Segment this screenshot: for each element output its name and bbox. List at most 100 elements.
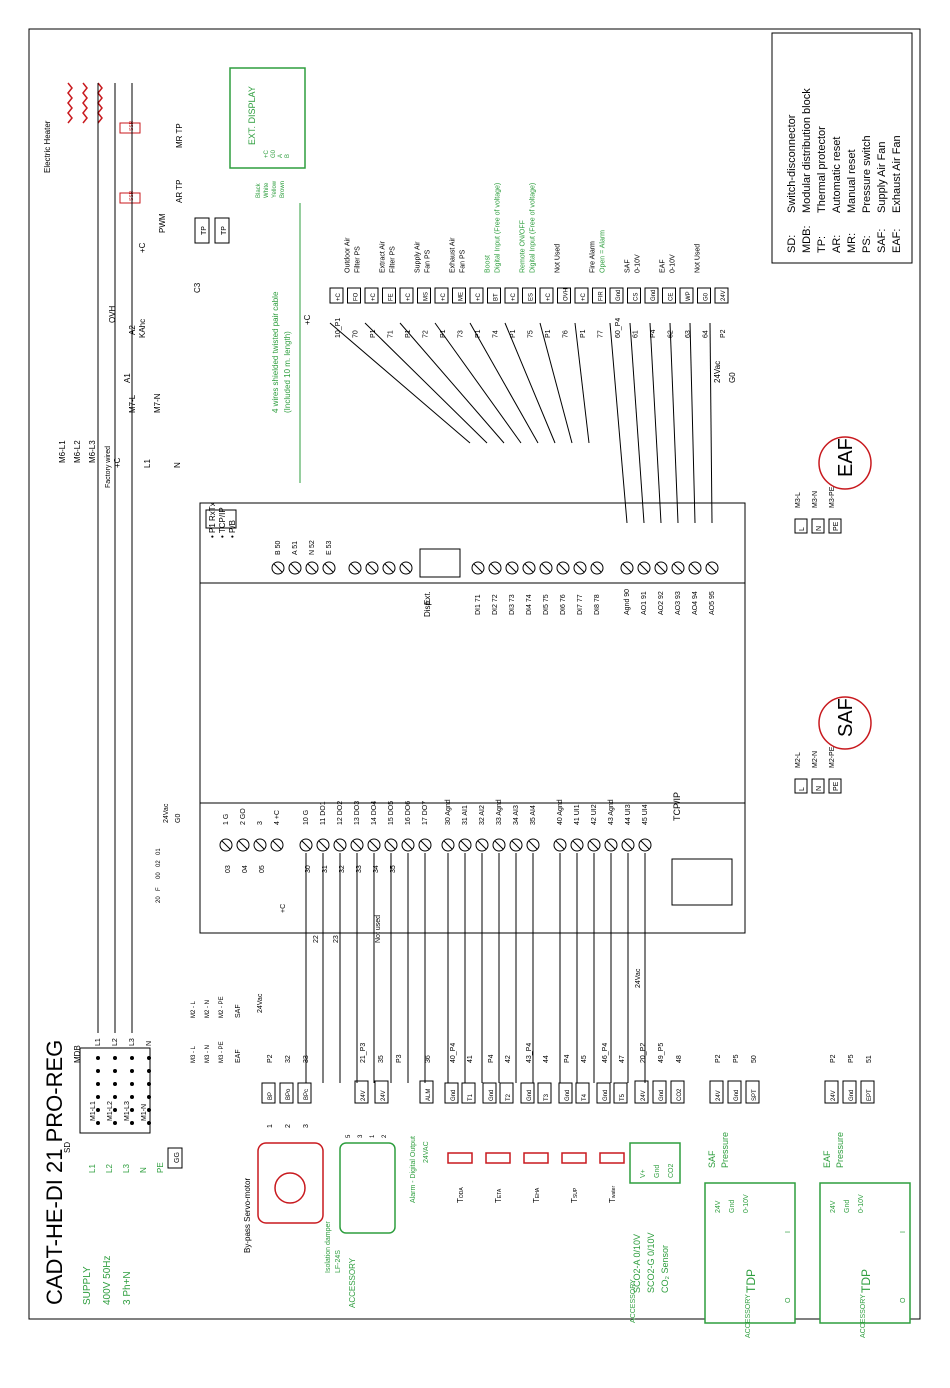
saf-block-label: SAF [235,1004,242,1018]
di-terminal-label: FIR [599,291,605,301]
m2-label: M2 - PE [219,996,225,1018]
di-terminal [469,287,484,304]
press-pin: Gnd [729,1200,736,1213]
damper-terminal-label: 24V [381,1090,387,1101]
ai-term-label: 30 Agnd [445,799,452,825]
mdb-dot [130,1095,134,1099]
legend-abbr: MDB: [801,226,813,254]
di-wire-number: 77 [598,330,605,338]
co2-pin: V+ [640,1169,647,1178]
servo-pin: 1 [267,1124,274,1128]
di-terminal [592,287,606,304]
co2-wire-number: 20_P2 [640,1043,647,1063]
mdb-dot [113,1082,117,1086]
servo-terminal [279,1082,294,1104]
sd-output: M1-L3 [124,1101,131,1121]
do-wire-number: 30 [305,865,312,873]
press-label: EAF [822,1150,832,1168]
di-wire-number: 64 [703,330,710,338]
press-terminal-label: SPT [752,1089,758,1101]
screw-slot [221,840,231,850]
di-wire-number: 71 [388,330,395,338]
screw-slot [490,563,500,573]
screw-slot [575,563,585,573]
supply-voltage: 400V 50Hz [102,1256,113,1305]
temp-gnd-terminal [444,1082,459,1104]
legend-abbr: AR: [831,235,843,253]
di-terminal [382,287,396,304]
fan-wire: M2-N [812,751,819,768]
fan-circle [818,436,872,490]
legend-abbr: SD: [786,235,798,253]
bottom-num: 20 [156,896,162,903]
g0-label: G0 [728,372,737,383]
di-terminal-label: ME [459,292,465,301]
di-terminal-label: G0 [704,292,710,301]
di-terminal [487,287,501,304]
ui-term-label: 44 UI3 [625,804,632,825]
do-term-label: 14 DO4 [371,801,378,825]
servo-motor-icon [274,1172,306,1204]
pb-term-label: N 52 [309,540,316,555]
bottom-num: 01 [156,848,162,855]
screw-slot [690,563,700,573]
mdb-term: L3 [129,1038,136,1046]
screw-slot [622,563,632,573]
di-terminal [627,287,641,304]
di-terminal [574,287,589,304]
do-term-label: 17 DO7 [422,801,429,825]
mdb-dot [113,1095,117,1099]
do-wire-number: 33 [356,865,363,873]
temp-sensor-label: Twater [608,1186,617,1203]
fan-wire: M3-PE [829,486,836,508]
screw-slot [656,563,666,573]
di-terminal [329,287,344,304]
di-term-label: DI8 78 [594,594,601,615]
ext-display-pin: B [285,154,291,158]
screw-slot [640,840,650,850]
ssr-box-2 [119,122,141,134]
wire-segment [709,322,713,524]
gg-box [167,1147,183,1169]
co2-voltage: 24Vac [635,968,642,988]
di-terminal [557,287,571,304]
pb-term-label: E 53 [326,540,333,555]
wire-segment [504,322,556,444]
supply-line: L2 [105,1164,114,1173]
di-wire-number: P1 [440,329,447,338]
temp-t-label: T1 [468,1093,474,1101]
temp-n2: 42 [505,1055,512,1063]
co2-box [629,1142,681,1184]
fan-terminal-label: N [816,786,823,791]
temp-sensor-label: TSUP [570,1187,579,1203]
servo-terminal-label: BP [268,1092,274,1100]
damper-terminal [374,1080,389,1104]
di-terminal-label: +C [546,292,552,301]
damper-label: Isolation damper [325,1221,332,1273]
fan-terminal [828,778,842,794]
tp-box [194,217,210,244]
ovh-label: OVH [108,305,117,323]
heater-element [82,82,88,124]
ext-display-pin: A [278,154,284,158]
di-terminal [662,287,676,304]
di-terminal-label: +C [406,292,412,301]
di-wire-number: 74 [493,330,500,338]
di-wire-number: P1 [405,329,412,338]
ctrl-wire-number: 03 [225,865,232,873]
di-terminal [364,287,379,304]
temp-gnd-label: Gnd [451,1090,457,1101]
ext-display-label: EXT. DISPLAY [247,86,257,145]
w22: 22 [313,935,320,943]
di-wire-number: P2 [720,329,727,338]
press-accessory: ACCESSORY [860,1294,867,1338]
pwm-label: PWM [158,213,167,233]
mdb-term: L1 [95,1038,102,1046]
fan-terminal [811,778,825,794]
screw-slot [589,840,599,850]
tp-label-2: TP [221,226,228,235]
a1-label: A1 [123,373,132,383]
temp-sensor-label: TEHA [532,1187,541,1203]
